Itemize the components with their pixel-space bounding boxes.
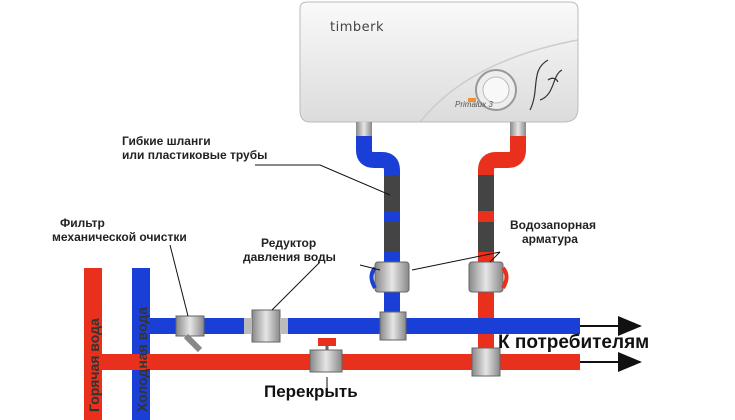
valves-label: Водозапорная арматура xyxy=(510,218,596,246)
cold-outlet-fitting xyxy=(356,122,372,136)
valves-label-line1: Водозапорная xyxy=(510,218,596,232)
hot-tee-fitting xyxy=(471,347,501,377)
hot-water-label: Горячая вода xyxy=(86,318,102,412)
valves-label-line2: арматура xyxy=(522,232,578,246)
water-heater xyxy=(299,1,579,123)
cold-tee-fitting xyxy=(379,311,407,341)
hot-shutoff-valve xyxy=(468,261,504,293)
cold-supply-line xyxy=(356,136,410,325)
cold-water-label: Холодная вода xyxy=(134,306,150,412)
cold-riser-pipe xyxy=(132,268,150,420)
hoses-label-line1: Гибкие шланги xyxy=(122,134,211,148)
to-consumers-label: К потребителям xyxy=(498,332,650,353)
hoses-label-line2: или пластиковые трубы xyxy=(122,148,268,162)
cold-shutoff-valve xyxy=(374,261,410,293)
hot-main-shutoff-valve xyxy=(309,349,343,373)
hot-flexible-hose xyxy=(478,175,494,211)
cold-flexible-hose xyxy=(384,175,400,211)
pressure-reducer xyxy=(251,309,281,343)
heater-model: Primalux 3 xyxy=(455,100,493,109)
hoses-label: Гибкие шланги или пластиковые трубы xyxy=(122,134,267,162)
hot-supply-line xyxy=(468,136,526,362)
hot-outlet-fitting xyxy=(510,122,526,136)
heater-brand: timberk xyxy=(330,20,384,35)
reducer-label: Редуктор давления воды xyxy=(243,236,336,264)
leader-lines xyxy=(169,164,501,388)
filter-label-line1: Фильтр xyxy=(60,216,105,230)
reducer-label-line1: Редуктор xyxy=(261,236,317,250)
filter-label-line2: механической очистки xyxy=(52,230,187,244)
filter-label: Фильтр механической очистки xyxy=(52,216,187,244)
mechanical-filter xyxy=(175,315,205,337)
reducer-label-line2: давления воды xyxy=(243,250,336,264)
shutoff-label: Перекрыть xyxy=(264,382,358,401)
hot-riser-pipe xyxy=(84,268,102,420)
